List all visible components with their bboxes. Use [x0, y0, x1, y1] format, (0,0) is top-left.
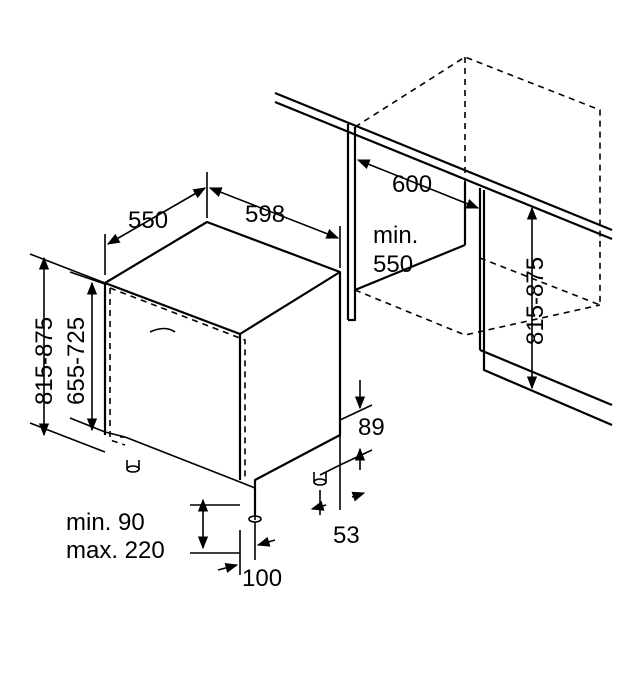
toe-offset-label: 100 — [242, 565, 282, 592]
left-height-label: 815-875 — [31, 317, 58, 405]
cabinet-niche — [274, 56, 613, 427]
toe-gap-min-label: min. 90 — [66, 509, 145, 536]
dishwasher — [103, 220, 342, 523]
foot-right — [313, 478, 327, 486]
niche-min-label: min. — [373, 222, 418, 249]
foot-depth-label: 53 — [333, 522, 360, 549]
toe-gap-max-label: max. 220 — [66, 537, 165, 564]
niche-min-value: 550 — [373, 251, 413, 278]
plinth-height-label: 89 — [358, 414, 385, 441]
niche-depth-label: 600 — [392, 171, 432, 198]
width-label: 598 — [245, 201, 285, 228]
foot-left — [126, 465, 140, 473]
door-handle — [149, 327, 176, 333]
depth-label: 550 — [128, 207, 168, 234]
door-height-label: 655-725 — [63, 317, 90, 405]
right-height-label: 815-875 — [522, 257, 549, 345]
dimension-lines — [29, 159, 538, 575]
